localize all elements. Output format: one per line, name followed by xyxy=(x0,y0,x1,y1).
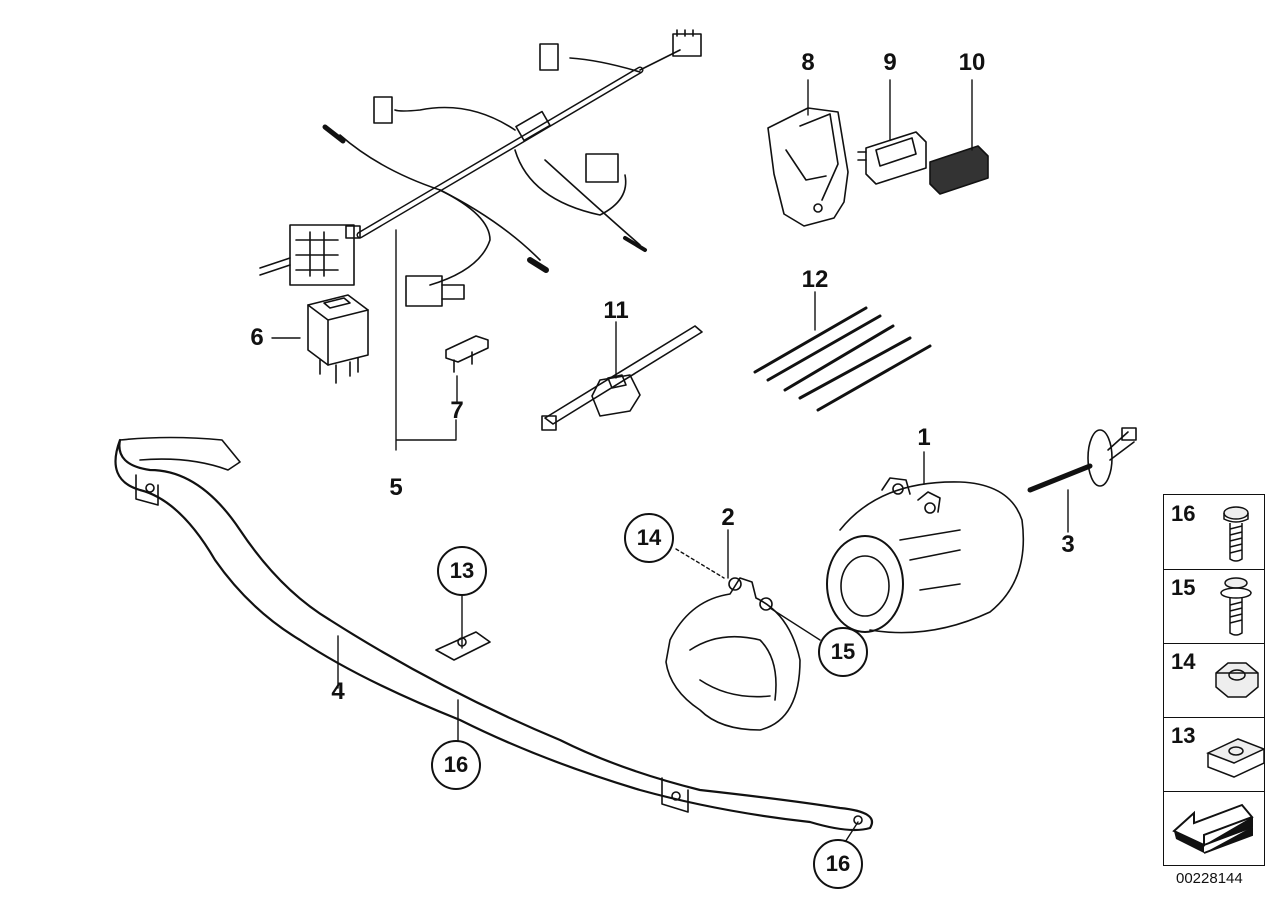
fuse xyxy=(445,335,489,373)
legend-number: 13 xyxy=(1171,723,1196,748)
mounting-bar xyxy=(114,436,873,832)
legend-item-16: 16 xyxy=(1164,495,1264,570)
circled-callout-15: 15 xyxy=(818,627,868,677)
bulb xyxy=(1027,427,1137,493)
cable-tie-clip xyxy=(541,325,703,431)
switch-frame xyxy=(857,131,927,185)
fog-light-housing xyxy=(665,577,801,731)
legend-number: 15 xyxy=(1171,575,1196,600)
clip-nut-icon xyxy=(1206,738,1264,778)
callout-5: 5 xyxy=(389,474,403,501)
arrow-icon xyxy=(1172,803,1254,854)
callout-8: 8 xyxy=(801,49,815,76)
legend-navigation xyxy=(1164,791,1264,865)
fog-light xyxy=(826,477,1025,634)
callout-3: 3 xyxy=(1061,531,1075,558)
switch xyxy=(929,145,989,195)
callout-4: 4 xyxy=(331,678,345,705)
bolt-icon xyxy=(1223,506,1249,562)
callout-12: 12 xyxy=(801,266,829,293)
leader-lines xyxy=(271,79,1069,851)
legend-box: 16 15 14 xyxy=(1163,494,1265,866)
callout-6: 6 xyxy=(250,324,264,351)
callout-2: 2 xyxy=(721,504,735,531)
callout-10: 10 xyxy=(958,49,986,76)
callout-1: 1 xyxy=(917,424,931,451)
circled-callout-13: 13 xyxy=(437,546,487,596)
legend-item-15: 15 xyxy=(1164,569,1264,644)
legend-item-13: 13 xyxy=(1164,717,1264,792)
legend-item-14: 14 xyxy=(1164,643,1264,718)
catalog-number: 00228144 xyxy=(1176,870,1243,887)
legend-number: 16 xyxy=(1171,501,1196,526)
hex-nut-icon xyxy=(1215,662,1259,698)
mounting-bracket xyxy=(767,107,849,227)
wiring-harness xyxy=(259,29,702,307)
bolt-washer-icon xyxy=(1220,577,1252,636)
legend-number: 14 xyxy=(1171,649,1196,674)
callout-7: 7 xyxy=(450,397,464,424)
cable-ties xyxy=(753,306,932,412)
relay xyxy=(307,294,369,384)
callout-9: 9 xyxy=(883,49,897,76)
circled-callout-14: 14 xyxy=(624,513,674,563)
callout-11: 11 xyxy=(603,297,629,324)
circled-callout-16-bar-end: 16 xyxy=(813,839,863,889)
circled-callout-16: 16 xyxy=(431,740,481,790)
